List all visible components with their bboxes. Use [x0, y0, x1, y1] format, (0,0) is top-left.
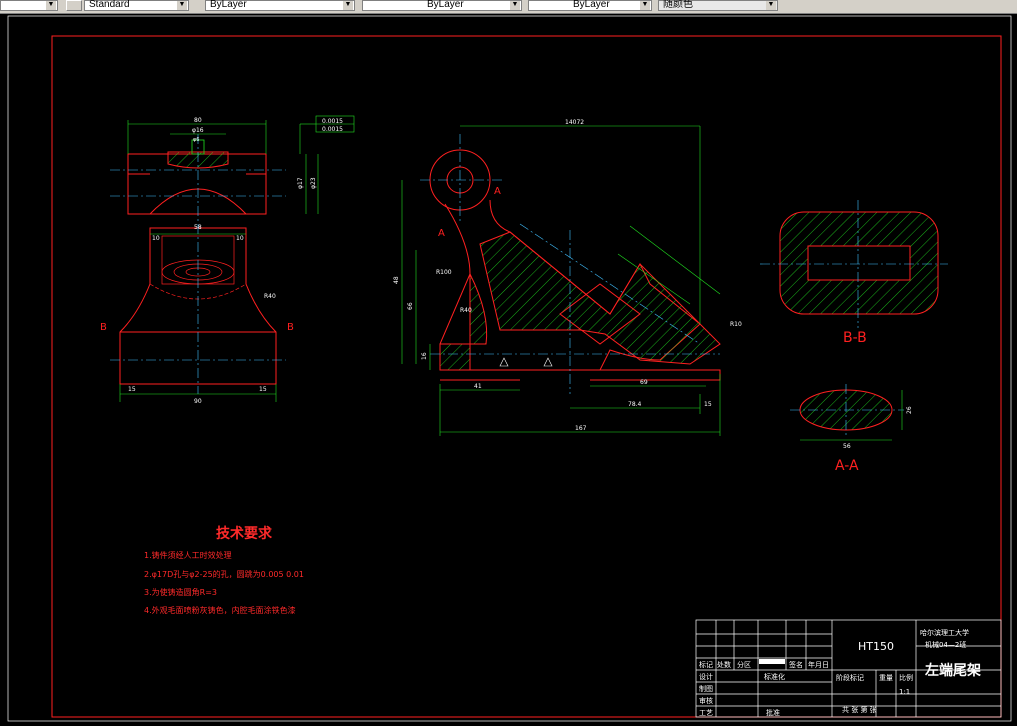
dim-top-width: 80: [194, 117, 202, 124]
tb-approve: 批准: [766, 709, 780, 717]
dim-top-d1: φ16: [192, 127, 204, 134]
surface-finish-icon: [499, 357, 509, 367]
drawing-canvas[interactable]: 80 φ16 φ6 φ17 φ23 0.0015 0.0015 58 10 10…: [0, 14, 1017, 722]
scale-value: 1:1: [899, 688, 911, 696]
tech-item-2: 2.φ17D孔与φ2-25的孔，圆跳为0.005 0.01: [144, 570, 304, 579]
cad-drawing: 80 φ16 φ6 φ17 φ23 0.0015 0.0015 58 10 10…: [7, 15, 1012, 722]
dim-r10: R10: [730, 321, 742, 328]
ratio-label: 比例: [899, 674, 913, 682]
chevron-down-icon: ▼: [510, 1, 520, 10]
outer-frame: [7, 15, 1012, 722]
tb-process: 工艺: [699, 709, 713, 717]
lineweight-dropdown[interactable]: ByLayer ▼: [528, 0, 652, 11]
section-bb-label: B-B: [843, 330, 867, 346]
dim-mid-width: 58: [194, 224, 202, 231]
left-view: 80 φ16 φ6 φ17 φ23 0.0015 0.0015 58 10 10…: [100, 115, 355, 405]
dim-right-h2: φ23: [310, 177, 317, 189]
dim-bottom-15b: 15: [259, 386, 267, 393]
linetype-value: ByLayer: [427, 0, 464, 10]
tb-count: 处数: [717, 661, 731, 669]
dim-bottom-width: 90: [194, 398, 202, 405]
section-aa-label: A-A: [835, 458, 859, 474]
dim-r100: R100: [436, 269, 452, 276]
tb-mark: 标记: [699, 661, 713, 669]
material-label: HT150: [858, 640, 894, 653]
tb-zone: 分区: [737, 661, 751, 669]
section-a-right: A: [494, 186, 501, 197]
tb-date: 年月日: [808, 661, 829, 669]
dim-aa-width: 56: [843, 443, 851, 450]
tech-item-1: 1.铸件须经人工时效处理: [144, 551, 232, 560]
middle-view: 14072 48 66 16 41 69 78.4 15 167 A A R10…: [393, 119, 742, 436]
section-bb: B-B: [760, 200, 948, 346]
text-style-value: Standard: [89, 0, 130, 10]
tolerance-1: 0.0015: [322, 118, 343, 125]
section-b-right: B: [287, 322, 294, 333]
weight-label: 重量: [879, 674, 893, 682]
toolbar-left-dropdown[interactable]: ▼: [0, 0, 58, 11]
properties-toolbar: ▼ Standard ▼ ByLayer ▼ ByLayer ▼ ByLayer ▼ 随…: [0, 0, 1017, 14]
dim-mid-total: 14072: [565, 119, 584, 126]
title-block: [695, 619, 1002, 718]
text-style-icon[interactable]: [66, 0, 82, 11]
chevron-down-icon: ▼: [177, 1, 187, 10]
class-code-label: 机械04—2班: [925, 641, 967, 649]
surface-finish-icon: [543, 357, 553, 367]
dim-aa-height: 26: [906, 406, 913, 414]
tb-draw: 制图: [699, 685, 713, 693]
layer-dropdown[interactable]: ByLayer ▼: [205, 0, 355, 11]
tb-check: 审核: [699, 697, 713, 705]
tolerance-2: 0.0015: [322, 126, 343, 133]
chevron-down-icon: ▼: [640, 1, 650, 10]
dim-mid-w2: 69: [640, 379, 648, 386]
dim-r40b: R40: [460, 307, 472, 314]
chevron-down-icon: ▼: [766, 1, 776, 10]
color-value: 随颜色: [663, 0, 693, 10]
tb-standard: 标准化: [764, 673, 785, 681]
tech-item-3: 3.为使铸造圆角R=3: [144, 588, 217, 597]
chevron-down-icon: ▼: [46, 1, 56, 10]
part-name-label: 左端尾架: [925, 663, 981, 679]
linetype-dropdown[interactable]: ByLayer ▼: [362, 0, 522, 11]
tb-sign: 签名: [789, 661, 803, 669]
text-style-dropdown[interactable]: Standard ▼: [84, 0, 189, 11]
dim-right-h1: φ17: [297, 177, 304, 189]
dim-mid-w1: 41: [474, 383, 482, 390]
stage-label: 阶段标记: [836, 674, 864, 682]
layer-value: ByLayer: [210, 0, 247, 10]
dim-inner-10a: 10: [152, 235, 160, 242]
sheets-label: 共 张 第 张: [842, 706, 877, 714]
section-aa: 56 26 A-A: [790, 384, 913, 474]
chevron-down-icon: ▼: [343, 1, 353, 10]
dim-mid-w4: 15: [704, 401, 712, 408]
tech-requirements-title: 技术要求: [216, 526, 272, 542]
dim-mid-h2: 66: [407, 302, 414, 310]
color-dropdown[interactable]: 随颜色 ▼: [658, 0, 778, 11]
dim-inner-10b: 10: [236, 235, 244, 242]
school-label: 哈尔滨理工大学: [920, 629, 969, 637]
dim-top-d2: φ6: [193, 137, 199, 143]
tb-design: 设计: [699, 673, 713, 681]
lineweight-value: ByLayer: [573, 0, 610, 10]
tech-item-4: 4.外观毛面喷粉灰铸色，内腔毛面涂铁色漆: [144, 606, 296, 615]
section-a-left: A: [438, 228, 445, 239]
dim-mid-h1: 48: [393, 276, 400, 284]
section-b-left: B: [100, 322, 107, 333]
inner-frame: [51, 35, 1002, 718]
dim-bottom-15a: 15: [128, 386, 136, 393]
dim-mid-h3: 16: [421, 352, 428, 360]
title-block-fill: [759, 659, 785, 664]
dim-r40: R40: [264, 293, 276, 300]
dim-mid-total-bottom: 167: [575, 425, 587, 432]
dim-mid-w3: 78.4: [628, 401, 642, 408]
